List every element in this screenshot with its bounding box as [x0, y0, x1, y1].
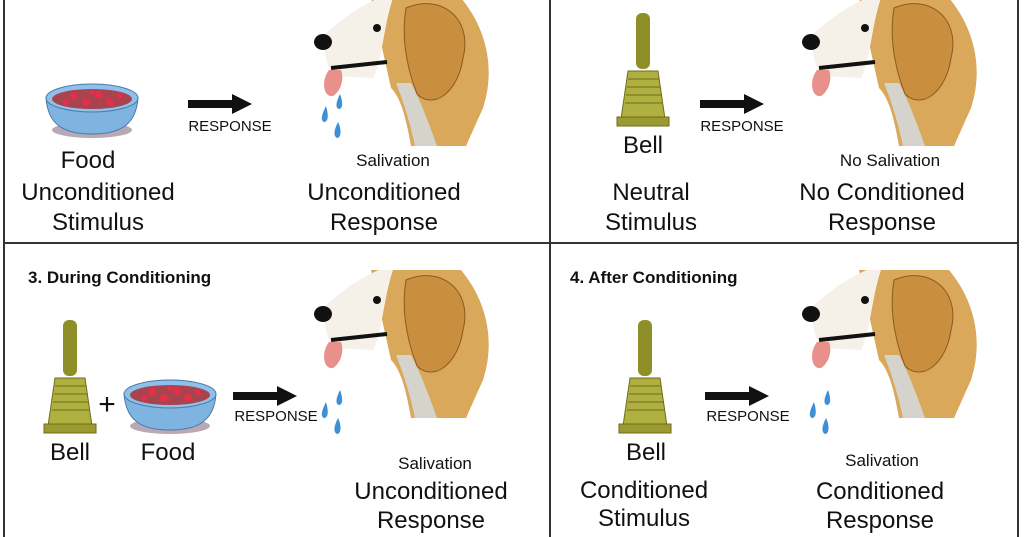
response-type: Response: [825, 507, 935, 534]
bell-icon: [615, 13, 671, 128]
response-type: Conditioned: [815, 478, 945, 505]
left-border: [3, 0, 5, 537]
arrow-label: RESPONSE: [706, 408, 790, 425]
response-type: Unconditioned: [307, 179, 461, 206]
panel-title: 3. During Conditioning: [28, 268, 212, 287]
panel-title: 4. After Conditioning: [570, 268, 738, 287]
result-label: Salivation: [398, 454, 472, 473]
saliva-drops-icon: [318, 92, 348, 142]
stimulus-label: Bell: [49, 439, 91, 466]
saliva-drops-icon: [318, 388, 348, 438]
response-type: Response: [827, 209, 937, 236]
stimulus-label: Bell: [622, 132, 664, 159]
stimulus-label: Food: [60, 147, 116, 174]
vertical-divider: [549, 0, 551, 537]
arrow-right-icon: [700, 94, 764, 114]
saliva-drops-icon: [806, 388, 836, 438]
response-type: Response: [329, 209, 439, 236]
stimulus-type: Unconditioned: [21, 179, 175, 206]
stimulus-type: Stimulus: [604, 209, 698, 236]
result-label: No Salivation: [839, 151, 941, 170]
result-label: Salivation: [356, 151, 430, 170]
horizontal-divider: [5, 242, 1017, 244]
arrow-label: RESPONSE: [188, 118, 272, 135]
response-type: Response: [376, 507, 486, 534]
stimulus-type: Conditioned: [579, 477, 709, 504]
stimulus-label: Food: [140, 439, 196, 466]
arrow-right-icon: [705, 386, 769, 406]
result-label: Salivation: [845, 451, 919, 470]
stimulus-type: Neutral: [612, 179, 690, 206]
food-bowl-icon: [44, 80, 140, 138]
arrow-label: RESPONSE: [234, 408, 318, 425]
stimulus-label: Bell: [625, 439, 667, 466]
stimulus-type: Stimulus: [51, 209, 145, 236]
response-type: Unconditioned: [354, 478, 508, 505]
plus-sign: +: [98, 388, 116, 421]
right-border: [1017, 0, 1019, 537]
stimulus-type: Stimulus: [597, 505, 691, 532]
arrow-right-icon: [233, 386, 297, 406]
food-bowl-icon: [122, 376, 218, 434]
arrow-label: RESPONSE: [700, 118, 784, 135]
bell-icon: [42, 320, 98, 435]
arrow-right-icon: [188, 94, 252, 114]
dog-head-icon: [798, 0, 980, 148]
bell-icon: [617, 320, 673, 435]
response-type: No Conditioned: [799, 179, 965, 206]
